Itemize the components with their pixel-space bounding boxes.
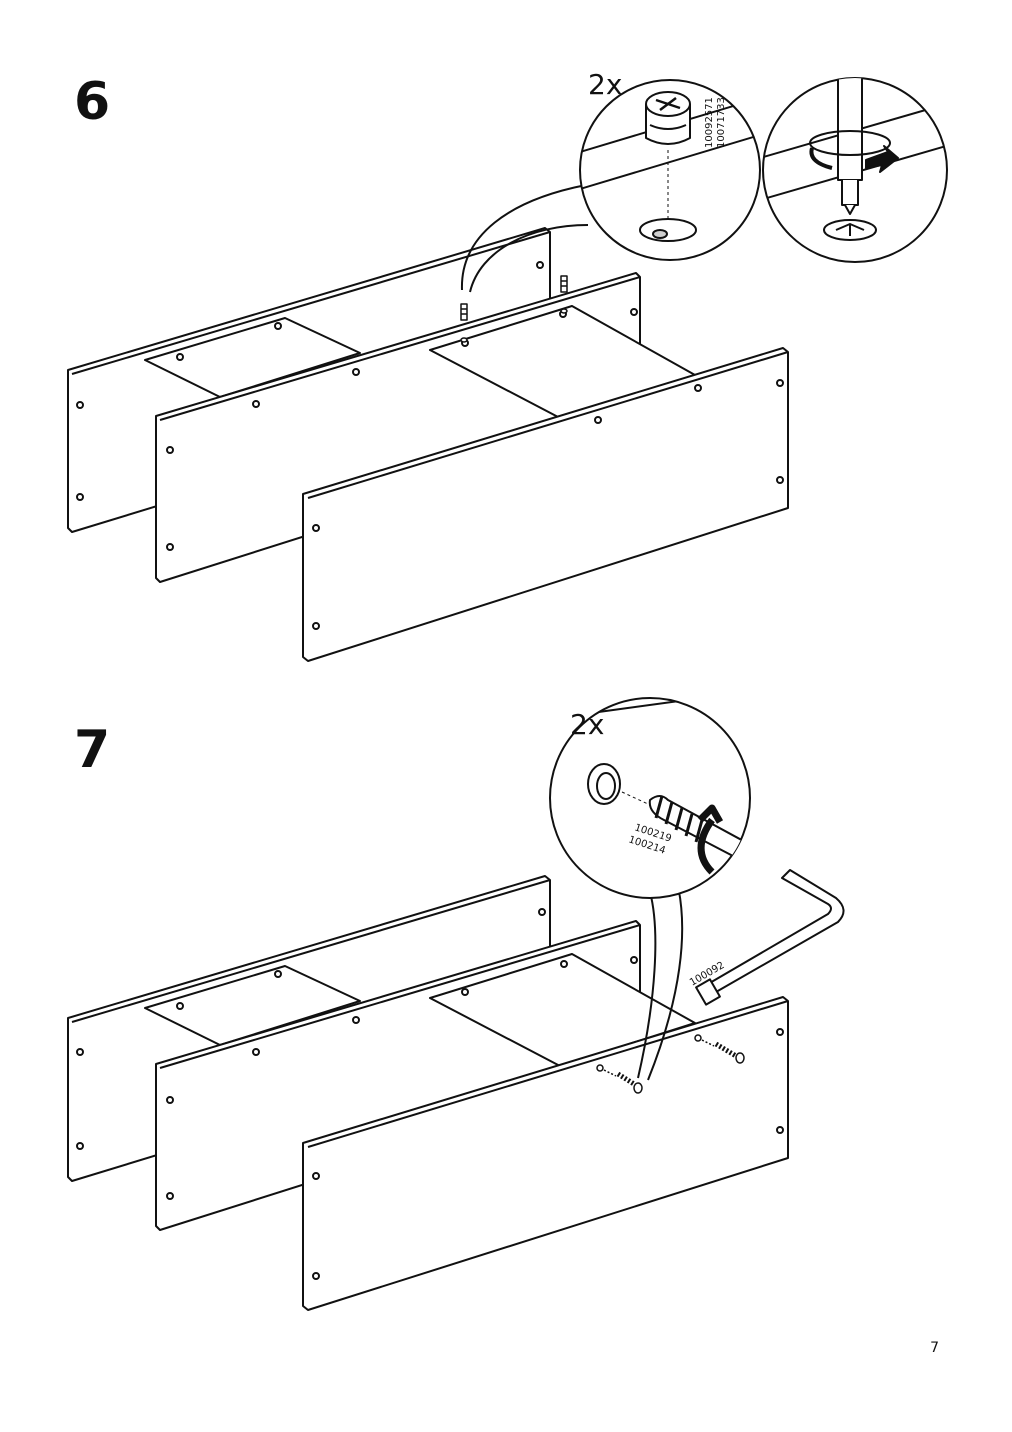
callout-pointer [637, 877, 684, 1081]
shelf-left [144, 317, 361, 398]
article-number: 10071733 [716, 97, 727, 148]
rotate-arrow-icon [865, 145, 899, 173]
step-7-illustration: 2x 100219 100214 100092 [67, 697, 845, 1311]
page-number: 7 [930, 1340, 939, 1356]
step-7-quantity: 2x [570, 708, 604, 741]
rotate-arrow-icon [697, 804, 724, 875]
cam-dowel-icon [460, 275, 568, 343]
front-panel [302, 347, 789, 662]
detail-bolt-insert: 2x 100219 100214 [549, 697, 751, 899]
front-panel [302, 996, 789, 1311]
allen-key-icon [695, 869, 845, 1006]
step-6-illustration: 2x 10092571 10071733 [67, 68, 948, 662]
shelf-left [144, 965, 361, 1046]
step-6-quantity: 2x [588, 68, 622, 101]
detail-cam-insert: 2x 10092571 10071733 [579, 68, 761, 261]
cam-fitting-icon [645, 91, 691, 145]
screwdriver-icon [837, 78, 863, 215]
step-7-number: 7 [74, 720, 111, 780]
article-number: 10092571 [704, 97, 715, 148]
detail-screwdriver-turn [762, 77, 948, 263]
callout-pointer [460, 184, 589, 293]
bolt-icon [596, 1034, 745, 1094]
step-6-number: 6 [74, 72, 111, 132]
